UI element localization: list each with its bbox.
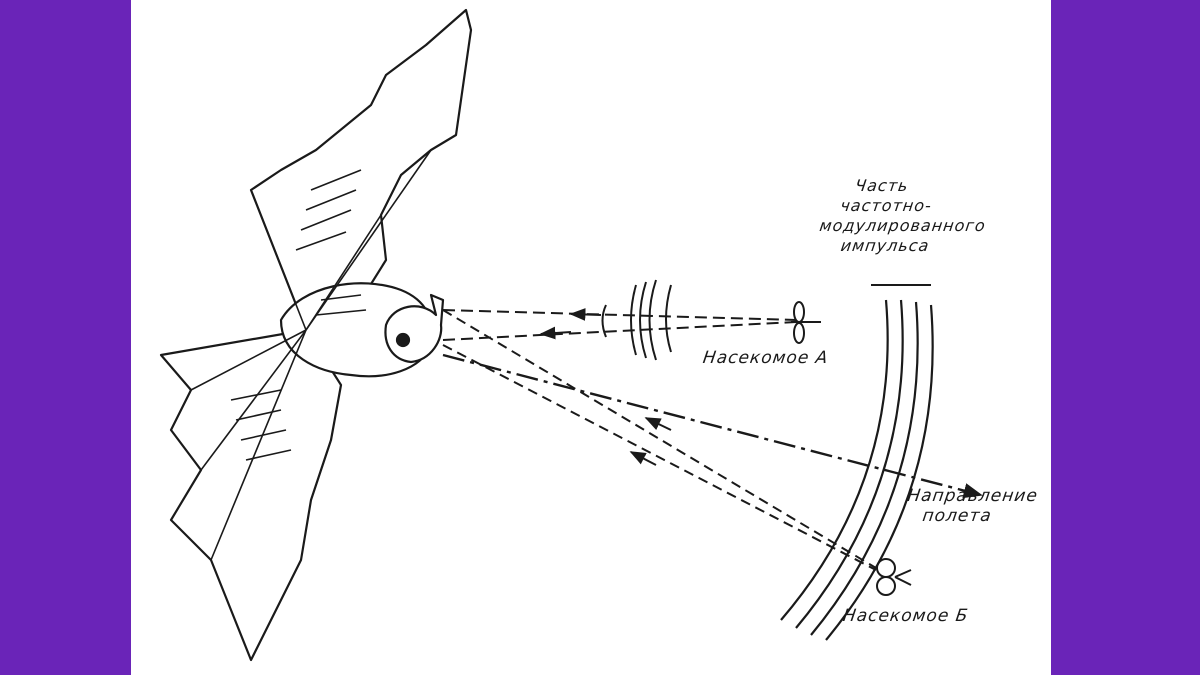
bat-illustration [159,8,473,662]
pulse-part-label: Часть частотно- модулированного импульса [815,176,992,256]
pulse-lines-insect-b [442,309,877,571]
insect-a-icon [791,301,821,344]
pulse-part-line-2: частотно- [839,196,934,215]
pulse-lines-insect-a [442,308,797,341]
insect-a-label: Насекомое А [701,348,830,368]
bat-wing-details [190,149,432,561]
pulse-part-line-4: импульса [839,236,931,255]
fm-pulse-arcs [780,299,934,641]
insect-b-label: Насекомое Б [841,606,970,626]
flight-direction-line [442,353,983,499]
right-purple-bar [1051,0,1200,675]
left-purple-bar [0,0,131,675]
bat-lower-wing [159,328,343,662]
echolocation-diagram [159,8,983,662]
flight-direction-line-2: полета [921,506,994,526]
echo-wave-arcs [601,279,672,361]
flight-direction-line-1: Направление [906,486,1040,506]
pulse-part-line-3: модулированного [818,216,988,235]
diagram-canvas: Часть частотно- модулированного импульса… [131,0,1051,675]
insect-b-icon [876,558,912,596]
pulse-part-line-1: Часть [853,176,910,195]
flight-direction-label: Направление полета [903,486,1039,526]
